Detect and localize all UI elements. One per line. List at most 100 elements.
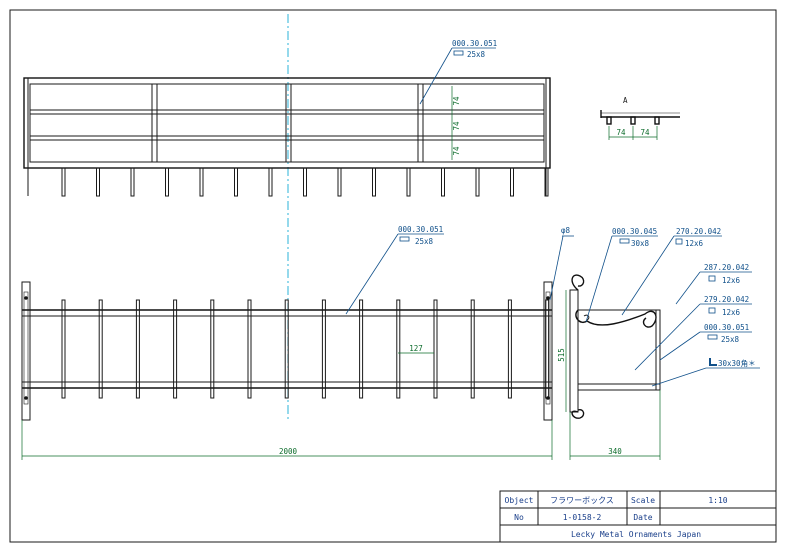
part-code: 287.20.042 <box>704 263 749 272</box>
top-view-frame <box>23 77 551 169</box>
front-view-bar <box>247 299 252 399</box>
front-view-bar <box>470 299 475 399</box>
section-label: A <box>623 96 628 105</box>
leader-line <box>345 233 399 315</box>
front-view-bar <box>321 299 326 399</box>
top-view-cross-member <box>417 83 424 163</box>
angle-part-label: 30x30角＊ <box>718 358 756 368</box>
top-view-leg <box>406 167 411 197</box>
flat-bar-icon <box>708 307 716 314</box>
part-size: 25x8 <box>415 237 434 246</box>
top-view-inner-frame <box>29 83 545 163</box>
flat-bar-icon <box>708 275 716 282</box>
bolt-hole <box>24 396 28 400</box>
top-view-leg <box>475 167 480 197</box>
front-view-bar <box>98 299 103 399</box>
front-view-bar <box>61 299 66 399</box>
dimension-text: 340 <box>608 447 622 456</box>
flat-bar-icon <box>399 236 410 242</box>
part-size: 12x6 <box>722 276 741 285</box>
top-view-leg <box>372 167 376 197</box>
front-view-bars <box>61 299 550 399</box>
top-view-leg <box>268 167 273 197</box>
leader-line <box>651 367 707 387</box>
section-bar <box>630 116 636 125</box>
object-value: フラワーボックス <box>550 496 614 505</box>
part-code: 270.20.042 <box>676 227 721 236</box>
title-block: Object フラワーボックス Scale 1:10 No 1-0158-2 D… <box>499 490 777 543</box>
top-view: 74 74 74 000.30.051 25x8 <box>23 39 551 197</box>
part-code: 000.30.045 <box>612 227 657 236</box>
side-view-post <box>569 289 579 413</box>
dimension-text: 74 <box>452 96 461 106</box>
drawing-no-value: 1-0158-2 <box>563 513 602 522</box>
scale-label: Scale <box>631 496 655 505</box>
leader-line <box>585 235 613 323</box>
section-bar <box>654 116 660 125</box>
top-view-leg <box>165 167 169 197</box>
part-size: 12x6 <box>685 239 704 248</box>
part-code: 000.30.051 <box>452 39 497 48</box>
top-view-cross-member <box>151 83 158 163</box>
object-label: Object <box>505 496 534 505</box>
leader-line <box>621 235 675 316</box>
front-view-bar <box>135 299 140 399</box>
top-view-leg <box>337 167 342 197</box>
diameter-text: φ8 <box>561 226 571 235</box>
dimension-text: 74 <box>640 128 650 137</box>
scale-value: 1:10 <box>708 496 727 505</box>
part-code: 000.30.051 <box>704 323 749 332</box>
leader-line <box>659 331 701 361</box>
flat-bar-icon <box>453 50 464 56</box>
top-view-leg <box>130 167 135 197</box>
flat-bar-icon <box>619 238 630 244</box>
bolt-hole <box>24 296 28 300</box>
part-code: 000.30.051 <box>398 225 443 234</box>
front-view-bar <box>433 299 438 399</box>
top-view-leg <box>441 167 445 197</box>
front-view-end-post <box>21 281 31 421</box>
part-size: 12x6 <box>722 308 741 317</box>
flat-bar-icon <box>675 238 683 245</box>
bolt-hole <box>546 396 550 400</box>
leader-line <box>675 271 701 305</box>
side-view-top-scroll <box>571 274 585 291</box>
leader-line <box>634 303 701 371</box>
dimension-text: 127 <box>409 344 423 353</box>
side-view: φ8 515 340 000.30.045 30x8 270.20.042 12… <box>549 226 760 460</box>
top-view-leg <box>544 167 549 197</box>
front-view-bar <box>173 299 178 399</box>
front-view-end-post <box>543 281 553 421</box>
dimension-text: 74 <box>616 128 626 137</box>
side-view-bottom-scroll <box>571 408 585 419</box>
front-view-bar <box>284 299 289 399</box>
leader-line <box>419 47 453 105</box>
top-view-leg <box>234 167 238 197</box>
front-view-post-plate <box>545 291 551 405</box>
date-label: Date <box>633 513 652 522</box>
section-bar <box>606 116 612 125</box>
part-size: 25x8 <box>467 50 486 59</box>
top-view-leg <box>61 167 66 197</box>
front-view-bar <box>359 299 364 399</box>
part-size: 25x8 <box>721 335 740 344</box>
flat-bar-icon <box>707 334 718 340</box>
company-name: Lecky Metal Ornaments Japan <box>571 530 701 539</box>
dimension-text: 515 <box>557 348 566 362</box>
angle-section-icon <box>709 358 717 366</box>
dimension-text: 74 <box>452 146 461 156</box>
front-view-bar <box>210 299 215 399</box>
front-view-bar <box>507 299 512 399</box>
side-view-bracket <box>575 309 657 328</box>
dimension-text: 74 <box>452 121 461 131</box>
side-view-bracket-inner <box>583 314 590 321</box>
part-code: 279.20.042 <box>704 295 749 304</box>
dimension-text: 2000 <box>279 447 298 456</box>
bolt-hole <box>546 296 550 300</box>
top-view-leg <box>96 167 100 197</box>
title-block-frame <box>499 490 777 543</box>
front-view-post-plate <box>23 291 29 405</box>
top-view-legs <box>61 167 549 197</box>
top-view-leg <box>303 167 307 197</box>
section-detail-a: A 74 74 <box>600 96 680 140</box>
